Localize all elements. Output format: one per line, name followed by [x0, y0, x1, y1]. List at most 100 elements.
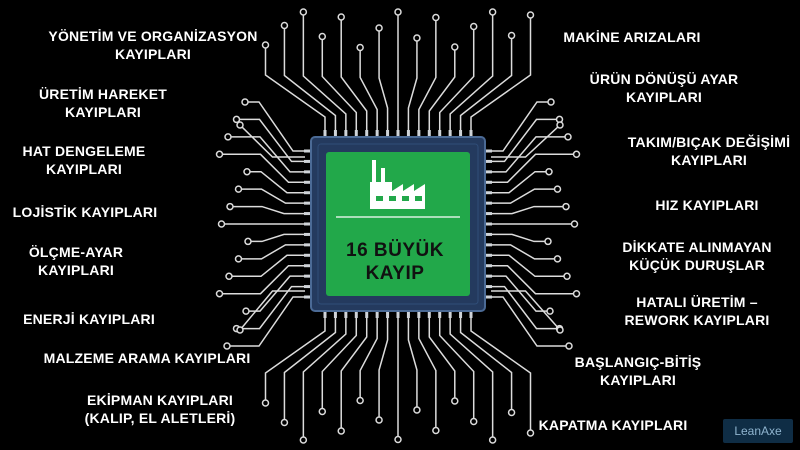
chip-pin	[396, 311, 400, 318]
trace-endpoint	[356, 396, 364, 405]
chip-pin	[304, 201, 311, 205]
trace-bottom	[407, 317, 418, 410]
chip-title: 16 BÜYÜK KAYIP	[346, 239, 444, 285]
chip-pin	[469, 130, 473, 137]
trace-endpoint	[572, 289, 581, 298]
chip-pin	[438, 311, 442, 318]
chip-pin	[386, 130, 390, 137]
trace-endpoint	[526, 11, 535, 19]
label-line: MALZEME ARAMA KAYIPLARI	[43, 350, 251, 366]
chip-pin	[304, 232, 311, 236]
label-line: HAT DENGELEME	[22, 143, 146, 159]
chip-pin	[386, 311, 390, 318]
circuit-traces	[215, 8, 581, 444]
trace-top	[438, 26, 475, 131]
label-line: KAYIPLARI	[38, 262, 114, 278]
trace-endpoint	[469, 417, 478, 426]
trace-top	[449, 12, 494, 131]
trace-endpoint	[236, 326, 244, 334]
label-line: KAYIPLARI	[626, 89, 702, 105]
label-uretim-hareket: ÜRETİM HAREKET KAYIPLARI	[39, 85, 167, 121]
chip-pin	[406, 130, 410, 137]
trace-left	[236, 118, 305, 163]
trace-right	[491, 285, 560, 330]
trace-endpoint	[318, 32, 327, 41]
trace-bottom	[321, 317, 358, 412]
label-hat-dengeleme: HAT DENGELEME KAYIPLARI	[23, 142, 146, 178]
label-line: KÜÇÜK DURUŞLAR	[629, 257, 765, 273]
label-line: DİKKATE ALINMAYAN	[622, 239, 772, 255]
trace-endpoint	[451, 43, 459, 51]
label-ekipman: EKİPMAN KAYIPLARI (KALIP, EL ALETLERİ)	[85, 391, 236, 427]
trace-endpoint	[556, 326, 564, 334]
trace-endpoint	[547, 98, 555, 106]
trace-right	[491, 101, 551, 152]
chip-pin	[438, 130, 442, 137]
chip-pin	[396, 130, 400, 137]
chip-title-line-1: 16 BÜYÜK	[346, 240, 444, 261]
chip-pin	[469, 311, 473, 318]
label-kucuk-duruslar: DİKKATE ALINMAYAN KÜÇÜK DURUŞLAR	[622, 238, 771, 274]
label-kapatma: KAPATMA KAYIPLARI	[539, 416, 688, 434]
chip-pin	[354, 311, 358, 318]
trace-bottom	[438, 317, 475, 422]
trace-left	[247, 170, 305, 194]
trace-bottom	[418, 317, 437, 431]
trace-endpoint	[234, 185, 243, 193]
label-olcme-ayar: ÖLÇME-AYAR KAYIPLARI	[29, 243, 123, 279]
chip-pin	[354, 130, 358, 137]
label-line: ÜRÜN DÖNÜŞÜ AYAR	[589, 71, 739, 87]
chip-pin	[304, 191, 311, 195]
trace-endpoint	[299, 436, 308, 444]
trace-diagonal	[491, 290, 561, 331]
chip-green-panel	[326, 152, 470, 296]
trace-endpoint	[469, 22, 478, 31]
trace-left	[230, 205, 305, 215]
label-yonetim: YÖNETİM VE ORGANİZASYON KAYIPLARI	[48, 27, 257, 63]
chip-pin	[304, 274, 311, 278]
trace-endpoint	[234, 255, 243, 263]
trace-right	[491, 296, 569, 347]
chip-pin	[485, 212, 492, 216]
trace-bottom	[302, 317, 347, 440]
factory-icon	[370, 160, 425, 209]
trace-top	[340, 17, 368, 131]
chip-pin	[417, 130, 421, 137]
trace-left	[245, 101, 305, 152]
chip-pin	[485, 253, 492, 257]
chip-pin	[333, 311, 337, 318]
label-line: YÖNETİM VE ORGANİZASYON	[48, 28, 258, 44]
chip-pin	[365, 130, 369, 137]
trace-right	[491, 264, 577, 295]
label-takim-bicak: TAKIM/BIÇAK DEĞİŞİMİ KAYIPLARI	[628, 133, 790, 169]
trace-endpoint	[224, 133, 232, 141]
chip-pin	[417, 311, 421, 318]
chip-pin	[304, 170, 311, 174]
chip-pin	[459, 311, 463, 318]
trace-endpoint	[545, 167, 553, 176]
trace-endpoint	[572, 150, 581, 159]
chip-pin	[344, 130, 348, 137]
chip-pin	[485, 274, 492, 278]
chip-pin	[485, 243, 492, 247]
chip-pin	[304, 180, 311, 184]
trace-top	[283, 25, 337, 131]
label-malzeme-arama: MALZEME ARAMA KAYIPLARI	[44, 349, 251, 367]
chip-pin	[304, 243, 311, 247]
chip-pin	[485, 285, 492, 289]
label-line: HIZ KAYIPLARI	[655, 197, 759, 213]
trace-endpoint	[236, 121, 244, 129]
trace-diagonal	[239, 124, 305, 158]
chip-pins	[304, 130, 492, 318]
trace-right	[491, 118, 560, 163]
chip-pin	[427, 130, 431, 137]
trace-endpoint	[507, 408, 516, 417]
trace-endpoint	[553, 255, 562, 263]
chip-pin	[485, 222, 492, 226]
label-enerji: ENERJİ KAYIPLARI	[23, 310, 155, 328]
trace-diagonal	[491, 124, 561, 158]
label-makine-arizalari: MAKİNE ARIZALARI	[563, 28, 700, 46]
trace-bottom	[359, 317, 378, 401]
trace-endpoint	[394, 8, 402, 16]
trace-left	[219, 264, 305, 295]
